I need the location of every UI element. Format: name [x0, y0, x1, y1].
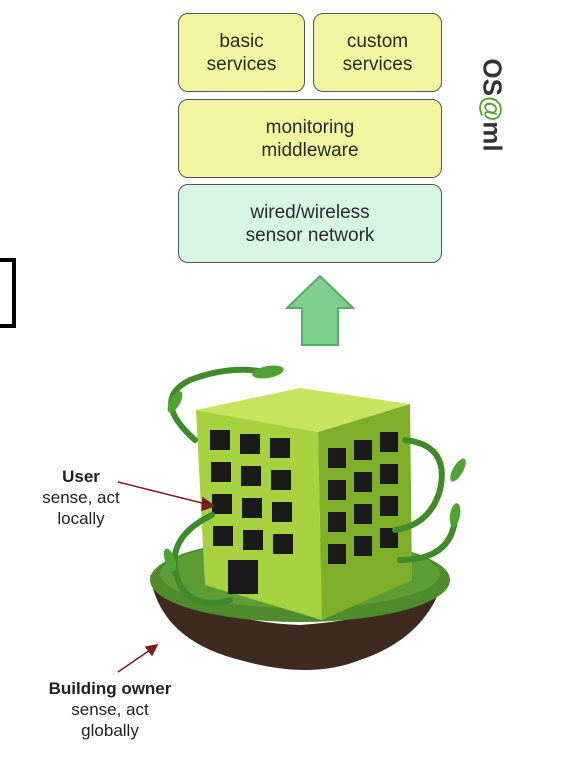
monitoring-line1: monitoring	[265, 116, 355, 138]
custom-services-line1: custom	[346, 30, 409, 52]
owner-sub1: sense, act	[71, 700, 149, 719]
basic-services-line1: basic	[219, 30, 264, 52]
user-title: User	[62, 467, 100, 486]
annotation-arrows	[117, 481, 216, 673]
front-windows	[210, 430, 293, 594]
vine-leaves	[163, 365, 466, 572]
sensor-line2: sensor network	[245, 224, 375, 246]
island-soil	[150, 575, 440, 670]
building-roof	[196, 388, 410, 432]
side-windows	[328, 432, 398, 564]
owner-title: Building owner	[48, 679, 172, 698]
building-owner-label: Building owner sense, act globally	[30, 678, 190, 741]
left-bracket-mark	[0, 258, 16, 328]
sensor-line1: wired/wireless	[250, 201, 370, 223]
user-sub1: sense, act	[42, 488, 120, 507]
user-sub2: locally	[57, 509, 105, 528]
sensor-network-box: wired/wireless sensor network	[178, 184, 442, 263]
owner-sub2: globally	[81, 721, 139, 740]
vines	[168, 366, 458, 606]
monitoring-line2: middleware	[261, 139, 359, 161]
user-label: User sense, act locally	[26, 466, 136, 529]
custom-services-box: custom services	[313, 13, 442, 92]
up-arrow	[284, 274, 356, 346]
basic-services-line2: services	[206, 53, 277, 75]
basic-services-box: basic services	[178, 13, 305, 92]
monitoring-middleware-box: monitoring middleware	[178, 99, 442, 178]
custom-services-line2: services	[342, 53, 413, 75]
